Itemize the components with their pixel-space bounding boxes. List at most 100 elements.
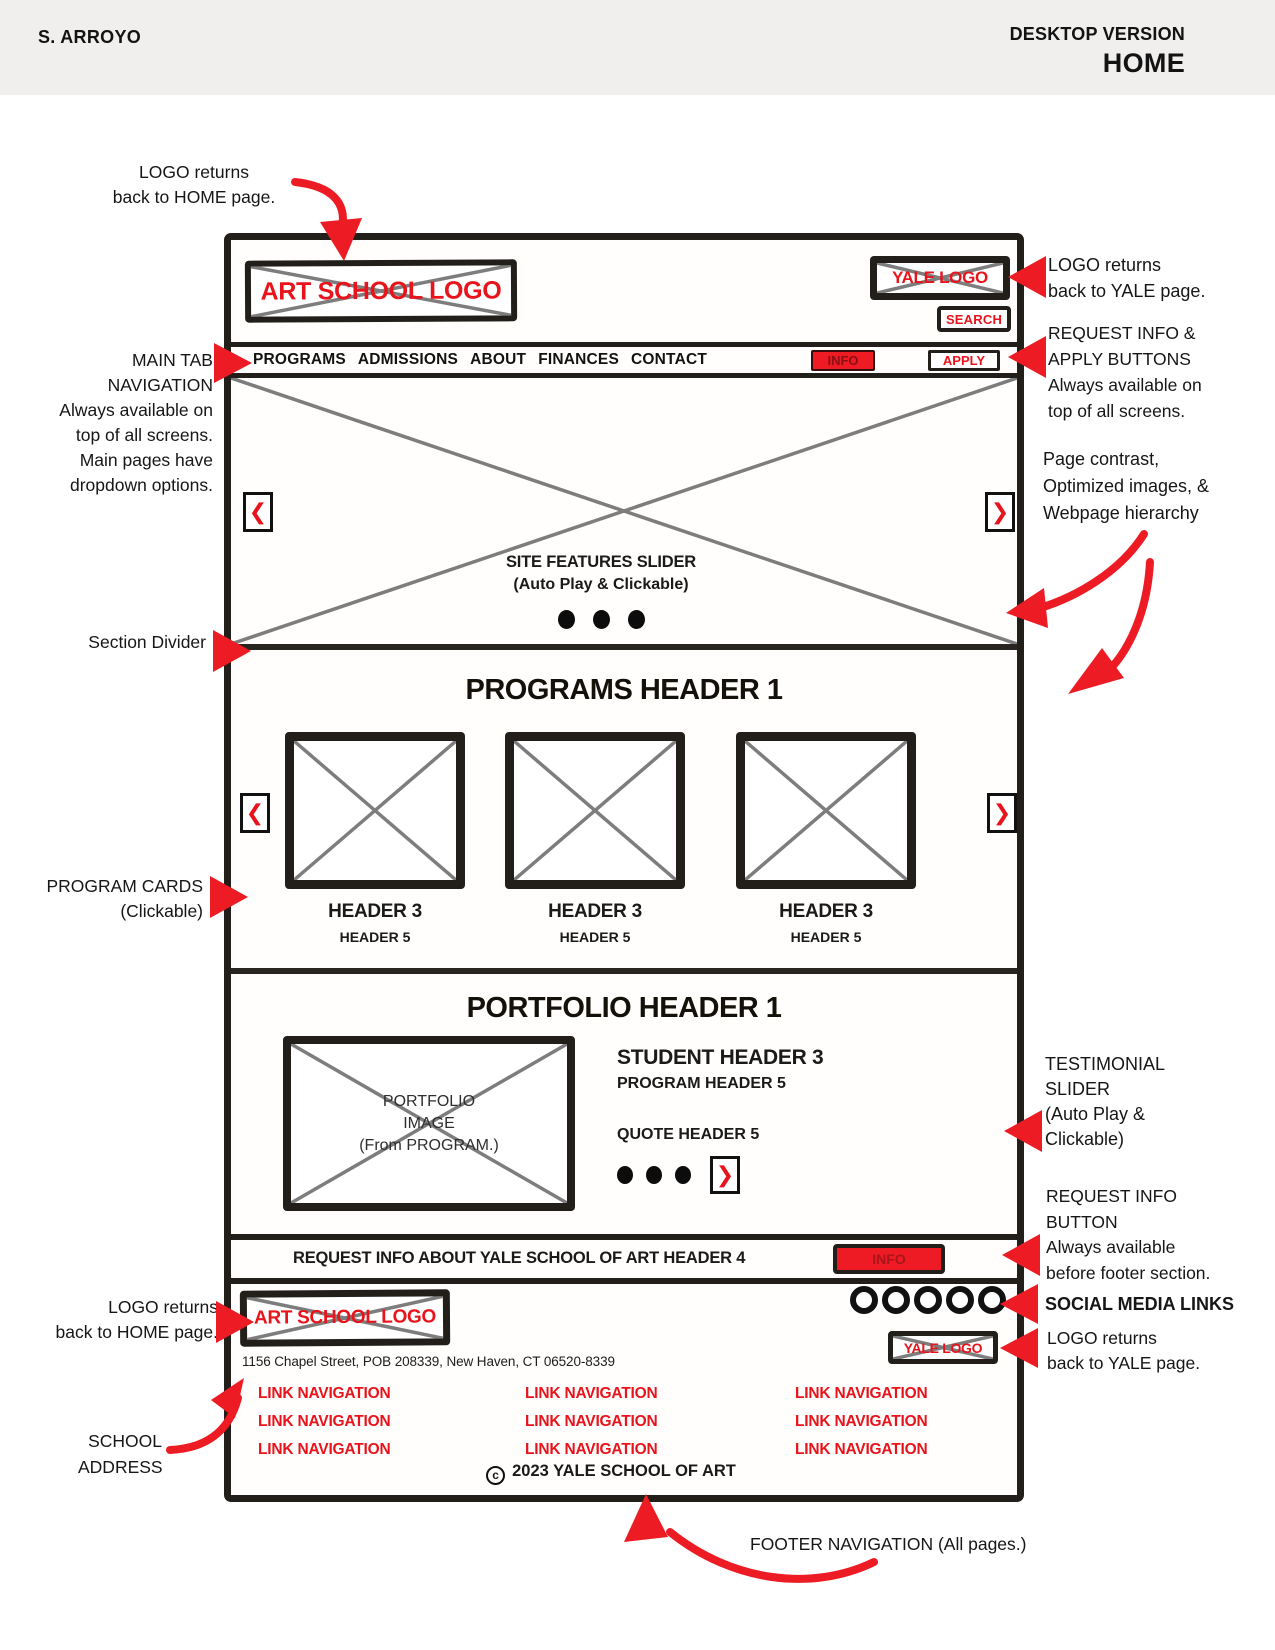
program-card-image [285,732,465,889]
program-card-image [505,732,685,889]
testimonial-next-button[interactable]: ❯ [710,1156,740,1194]
annotation-school-address: SCHOOL ADDRESS [78,1431,163,1477]
programs-section: PROGRAMS HEADER 1 ❮ ❯ HEADER 3 HEADER 5 … [231,656,1017,968]
annotation-logo-yale-top: LOGO returns back to YALE page. [1048,255,1206,301]
footer-yale-logo-label: YALE LOGO [903,1339,983,1356]
program-card-header5: HEADER 5 [790,929,862,945]
annotation-request-info-button: REQUEST INFO BUTTON Always available bef… [1046,1186,1211,1283]
apply-button[interactable]: APPLY [928,350,1000,371]
student-header: STUDENT HEADER 3 [617,1046,824,1069]
image-placeholder-x [877,263,1003,293]
footer-link[interactable]: LINK NAVIGATION [258,1441,391,1458]
program-card-header5: HEADER 5 [559,929,631,945]
info-button[interactable]: INFO [811,350,875,371]
arrow-logo-home-top [291,178,347,232]
annotation-program-cards: PROGRAM CARDS (Clickable) [46,876,203,921]
slider-subtitle: (Auto Play & Clickable) [513,576,689,593]
chevron-left-icon: ❮ [248,499,268,525]
request-info-header: REQUEST INFO ABOUT YALE SCHOOL OF ART HE… [293,1249,746,1267]
footer-link[interactable]: LINK NAVIGATION [525,1385,658,1402]
slider-title: SITE FEATURES SLIDER [505,553,697,571]
portfolio-image: PORTFOLIO IMAGE (From PROGRAM.) [283,1036,575,1211]
nav-item-contact[interactable]: CONTACT [631,351,708,368]
portfolio-section-title: PORTFOLIO HEADER 1 [466,992,782,1024]
annotation-main-tab-navigation: MAIN TAB NAVIGATION Always available on … [59,350,213,495]
slider-dot[interactable] [592,610,610,629]
image-placeholder-x [893,1336,993,1359]
nav-item-about[interactable]: ABOUT [470,351,527,368]
art-school-logo-label: ART SCHOOL LOGO [260,275,502,306]
arrow-page-quality-2 [1094,558,1154,684]
image-placeholder-x [294,741,456,880]
footer-link[interactable]: LINK NAVIGATION [258,1413,391,1430]
main-tab-navigation: PROGRAMS ADMISSIONS ABOUT FINANCES CONTA… [231,342,1017,378]
slider-image-placeholder-x [231,378,1017,644]
slider-dot[interactable] [557,610,575,629]
nav-item-finances[interactable]: FINANCES [538,351,620,368]
copyright-text: 2023 YALE SCHOOL OF ART [512,1462,736,1480]
footer-art-school-logo[interactable]: ART SCHOOL LOGO [239,1289,451,1347]
quote-header: QUOTE HEADER 5 [617,1126,760,1143]
footer-yale-logo[interactable]: YALE LOGO [888,1331,998,1364]
social-media-icon[interactable] [978,1286,1006,1314]
chevron-left-icon: ❮ [245,800,265,826]
yale-logo[interactable]: YALE LOGO [870,256,1010,300]
copyright-icon: c [486,1465,506,1485]
portfolio-section: PORTFOLIO HEADER 1 PORTFOLIO IMAGE (From… [231,968,1017,1234]
slider-caption: SITE FEATURES SLIDER (Auto Play & Clicka… [231,553,971,629]
slider-dot[interactable] [627,610,645,629]
annotation-page-quality: Page contrast, Optimized images, & Webpa… [1043,449,1210,523]
portfolio-image-caption: PORTFOLIO IMAGE (From PROGRAM.) [359,1092,499,1154]
nav-item-programs[interactable]: PROGRAMS [253,351,346,368]
annotation-social-media-links: SOCIAL MEDIA LINKS [1045,1294,1235,1314]
annotation-logo-home-footer: LOGO returns back to HOME page. [55,1297,218,1342]
program-card[interactable]: HEADER 3 HEADER 5 [285,732,465,945]
footer-link[interactable]: LINK NAVIGATION [795,1441,928,1458]
programs-prev-button[interactable]: ❮ [240,793,270,833]
footer-link[interactable]: LINK NAVIGATION [525,1441,658,1458]
footer-link-column: LINK NAVIGATION LINK NAVIGATION LINK NAV… [525,1380,658,1464]
site-footer: ART SCHOOL LOGO YALE LOGO 1156 Chapel St… [231,1284,1017,1495]
document-title-bar: S. ARROYO DESKTOP VERSION HOME [0,0,1275,95]
slider-next-button[interactable]: ❯ [985,492,1015,532]
footer-link[interactable]: LINK NAVIGATION [525,1413,658,1430]
search-button[interactable]: SEARCH [937,306,1011,332]
program-card-header3: HEADER 3 [328,901,422,922]
footer-link[interactable]: LINK NAVIGATION [258,1385,391,1402]
social-media-icon[interactable] [850,1286,878,1314]
art-school-logo[interactable]: ART SCHOOL LOGO [244,259,518,323]
site-features-slider: ❮ ❯ SITE FEATURES SLIDER (Auto Play & Cl… [231,378,1017,650]
arrow-page-quality-1 [1036,530,1148,612]
copyright: c 2023 YALE SCHOOL OF ART [231,1462,991,1485]
request-info-button[interactable]: INFO [833,1244,945,1274]
yale-logo-label: YALE LOGO [892,268,988,287]
footer-link[interactable]: LINK NAVIGATION [795,1413,928,1430]
page-title: HOME [1102,48,1185,78]
annotation-logo-yale-footer: LOGO returns back to YALE page. [1047,1328,1201,1373]
programs-next-button[interactable]: ❯ [987,793,1017,833]
footer-art-school-logo-label: ART SCHOOL LOGO [253,1306,437,1329]
social-media-icon[interactable] [946,1286,974,1314]
program-card[interactable]: HEADER 3 HEADER 5 [736,732,916,945]
social-media-icon[interactable] [882,1286,910,1314]
program-card-image [736,732,916,889]
testimonial-dot[interactable] [646,1166,662,1184]
program-card-header3: HEADER 3 [779,901,873,922]
program-card[interactable]: HEADER 3 HEADER 5 [505,732,685,945]
footer-link[interactable]: LINK NAVIGATION [795,1385,928,1402]
image-placeholder-x [247,1296,443,1339]
program-card-header5: HEADER 5 [339,929,411,945]
chevron-right-icon: ❯ [990,499,1010,525]
social-media-links [850,1286,1006,1314]
browser-frame: ART SCHOOL LOGO YALE LOGO SEARCH PROGRAM… [224,233,1024,1502]
testimonial-dot[interactable] [675,1166,691,1184]
testimonial-slider-controls: ❯ [617,1156,740,1194]
annotation-logo-home-top: LOGO returns back to HOME page. [112,162,276,207]
image-placeholder-x [251,265,511,316]
nav-item-admissions[interactable]: ADMISSIONS [357,351,459,368]
slider-prev-button[interactable]: ❮ [243,492,273,532]
testimonial-dot[interactable] [617,1166,633,1184]
program-header: PROGRAM HEADER 5 [617,1075,786,1092]
social-media-icon[interactable] [914,1286,942,1314]
